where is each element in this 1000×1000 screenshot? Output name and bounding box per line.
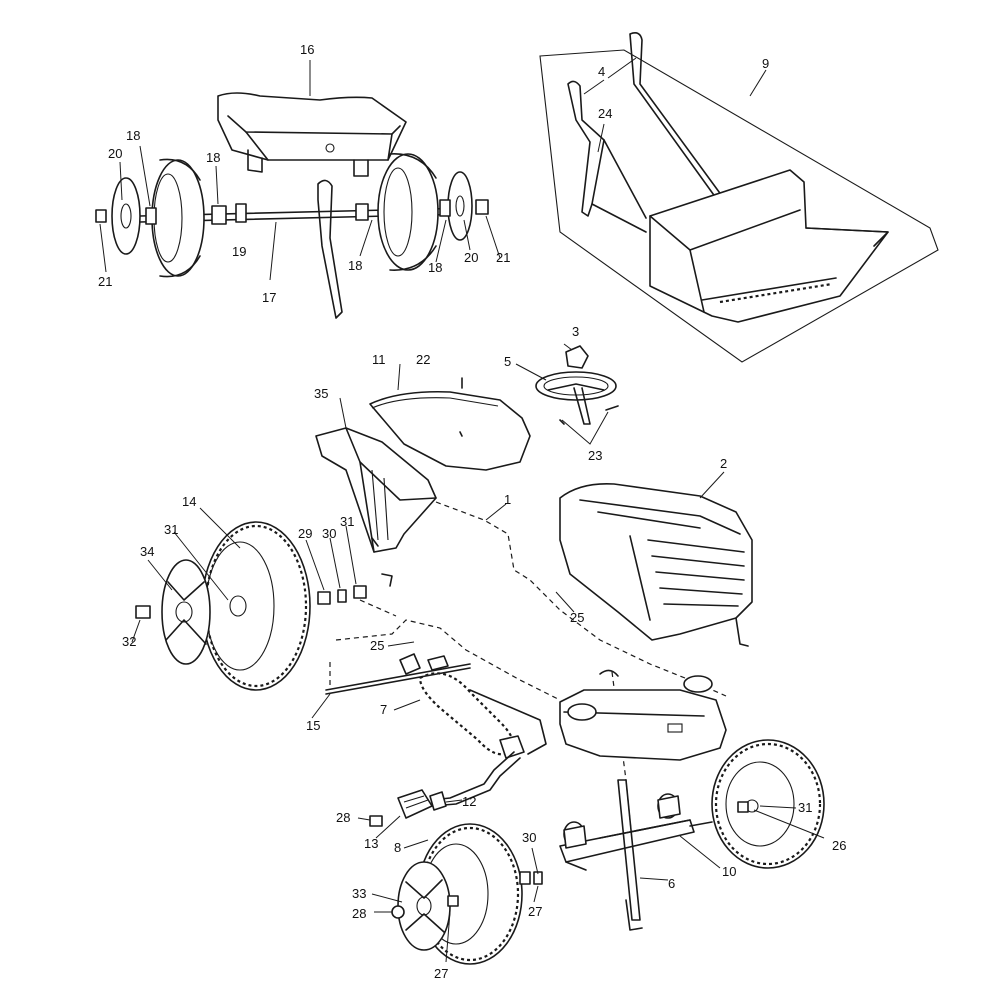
callout-29: 29 [298, 526, 312, 541]
callout-18-left-upper: 18 [126, 128, 140, 143]
callout-33: 33 [352, 886, 366, 901]
callout-18-right-mid: 18 [348, 258, 362, 273]
callout-7: 7 [380, 702, 387, 717]
callout-31-front: 31 [798, 800, 812, 815]
callout-18-right: 18 [428, 260, 442, 275]
callout-28-lower: 28 [352, 906, 366, 921]
callout-20-left: 20 [108, 146, 122, 161]
callout-5: 5 [504, 354, 511, 369]
callout-8: 8 [394, 840, 401, 855]
callout-19: 19 [232, 244, 246, 259]
trailer-left-wheel [151, 159, 205, 277]
callout-1: 1 [504, 492, 511, 507]
callout-21-left: 21 [98, 274, 112, 289]
trailer-hitch-bar [317, 179, 343, 319]
callout-3: 3 [572, 324, 579, 339]
callout-labels: 16 18 20 18 19 21 17 18 18 20 21 4 9 24 … [98, 42, 846, 981]
trailer-left-hubcap [111, 177, 141, 255]
rear-tire [201, 521, 311, 691]
callout-2: 2 [720, 456, 727, 471]
callout-26: 26 [832, 838, 846, 853]
trailer-right-wheel [377, 153, 439, 271]
callout-11: 11 [372, 352, 386, 367]
callout-20-right: 20 [464, 250, 478, 265]
callout-23: 23 [588, 448, 602, 463]
steering-column [573, 387, 591, 425]
callout-28-upper: 28 [336, 810, 350, 825]
drive-assembly [325, 653, 547, 827]
callout-14: 14 [182, 494, 196, 509]
trailer-tray [217, 92, 407, 161]
rear-axle [325, 663, 471, 691]
callout-30-front: 30 [522, 830, 536, 845]
drive-chain [418, 672, 515, 756]
pedal-crank [431, 751, 515, 801]
callout-10: 10 [722, 864, 736, 879]
front-right-wheel [711, 739, 825, 869]
trailer-right-hubcap [447, 171, 473, 241]
callout-6: 6 [668, 876, 675, 891]
callout-27-front: 27 [528, 904, 542, 919]
dump-cart-assembly [539, 32, 939, 363]
callout-25-right: 25 [570, 610, 584, 625]
callout-17: 17 [262, 290, 276, 305]
callout-31-rear-left: 31 [164, 522, 178, 537]
cart-inset-border [539, 49, 939, 363]
trailer-assembly [95, 92, 489, 319]
steering-assembly [535, 345, 619, 425]
rear-hubcap [161, 559, 211, 665]
callout-16: 16 [300, 42, 314, 57]
front-hubcap [397, 861, 451, 951]
callout-22: 22 [416, 352, 430, 367]
callout-32: 32 [122, 634, 136, 649]
pedal [397, 789, 433, 819]
callout-31-rear: 31 [340, 514, 354, 529]
rear-wheel-assembly [135, 521, 393, 691]
leader-lines [99, 57, 825, 963]
fender-bracket [315, 427, 437, 553]
hood [559, 482, 753, 647]
callout-15: 15 [306, 718, 320, 733]
steering-cap [565, 345, 589, 369]
callout-13: 13 [364, 836, 378, 851]
seat [369, 377, 531, 471]
callout-21-right: 21 [496, 250, 510, 265]
callout-27-bottom: 27 [434, 966, 448, 981]
steering-rod [617, 779, 641, 921]
callout-9: 9 [762, 56, 769, 71]
front-left-wheel [391, 823, 543, 965]
callout-18-left-mid: 18 [206, 150, 220, 165]
callout-12: 12 [462, 794, 476, 809]
callout-25-left: 25 [370, 638, 384, 653]
callout-24: 24 [598, 106, 612, 121]
callout-4: 4 [598, 64, 605, 79]
callout-30-rear: 30 [322, 526, 336, 541]
callout-35: 35 [314, 386, 328, 401]
front-axle-assembly [559, 779, 713, 931]
callout-34: 34 [140, 544, 154, 559]
cart-handle [629, 32, 723, 199]
